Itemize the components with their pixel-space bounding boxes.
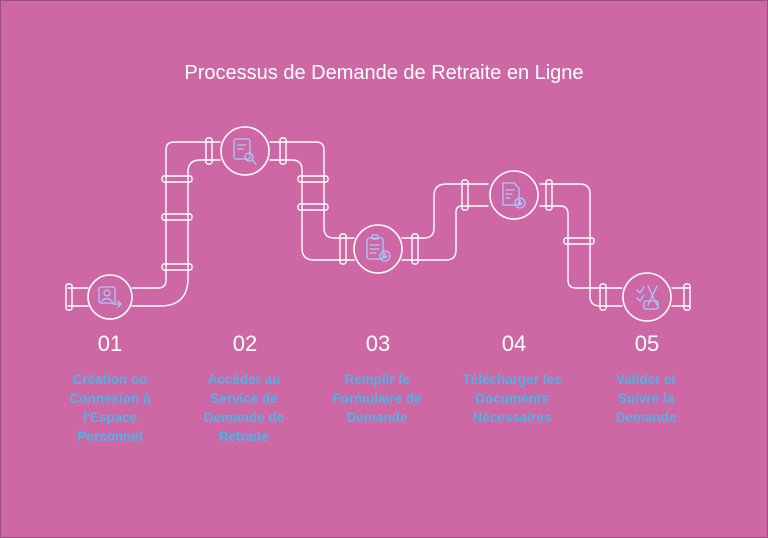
step-label-04: Télécharger les Documents Nécessaires [462,372,562,425]
pipe-flange [461,179,469,211]
step-number-05: 05 [634,331,660,356]
step-number-02: 02 [232,331,258,356]
pipe-segment [269,159,355,261]
pipe-segment [401,205,489,261]
document-download-icon [502,182,526,209]
pipe-segment [131,159,221,307]
pipe-flange [161,175,193,183]
pipe-segment [539,183,623,307]
step-number-01: 01 [97,331,123,356]
document-search-icon [233,138,257,165]
pipe-flange [545,179,553,211]
clipboard-form-icon [366,234,391,262]
pipe-segment [539,205,623,289]
pipe-segment [401,183,489,239]
step-label-01: Création ou Connexion à l'Espace Personn… [69,372,151,444]
step-label-03: Remplir le Formulaire de Demande [332,372,422,425]
pipe-flange [563,237,595,245]
pipe-flange [297,175,329,183]
step-node-01 [87,274,133,320]
pipe-flange [65,283,73,311]
pipe-segment [131,141,221,289]
step-number-03: 03 [365,331,391,356]
pipe-flange [339,233,347,265]
pipe-flange [205,137,213,165]
pipe-flange [599,283,607,311]
page-title: Processus de Demande de Retraite en Lign… [184,62,584,84]
user-login-icon [98,286,122,308]
pipe-flange [161,263,193,271]
pipe-segment [269,141,355,239]
pipe-flange [161,213,193,221]
step-label-02: Accéder au Service de Demande de Retrait… [203,372,285,444]
step-number-04: 04 [501,331,527,356]
step-node-04 [489,170,539,220]
pipe-segment [671,287,691,307]
pipe-segment [67,287,89,307]
pipe-flange [683,283,691,311]
checklist-tools-icon [636,285,659,310]
pipe-flange [279,137,287,165]
step-label-05: Valider et Suivre la Demande [615,372,677,425]
pipe-flange [411,233,419,265]
step-node-05 [622,272,672,322]
step-node-02 [220,126,270,176]
pipe-flange [297,203,329,211]
